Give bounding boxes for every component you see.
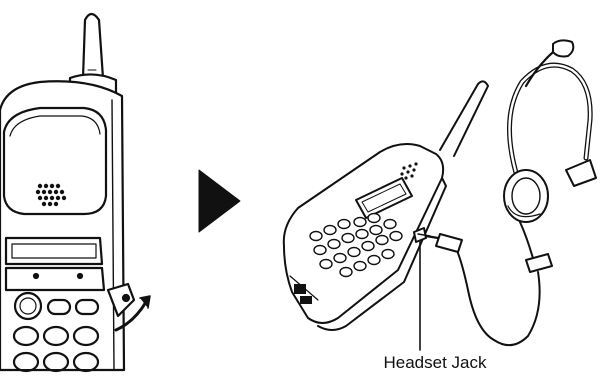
step-arrow-icon xyxy=(199,170,240,232)
headset-plug xyxy=(426,234,462,252)
cordless-handset xyxy=(284,81,488,330)
left-handset-closeup xyxy=(0,14,150,371)
headset-jack-label: Headset Jack xyxy=(340,353,530,373)
